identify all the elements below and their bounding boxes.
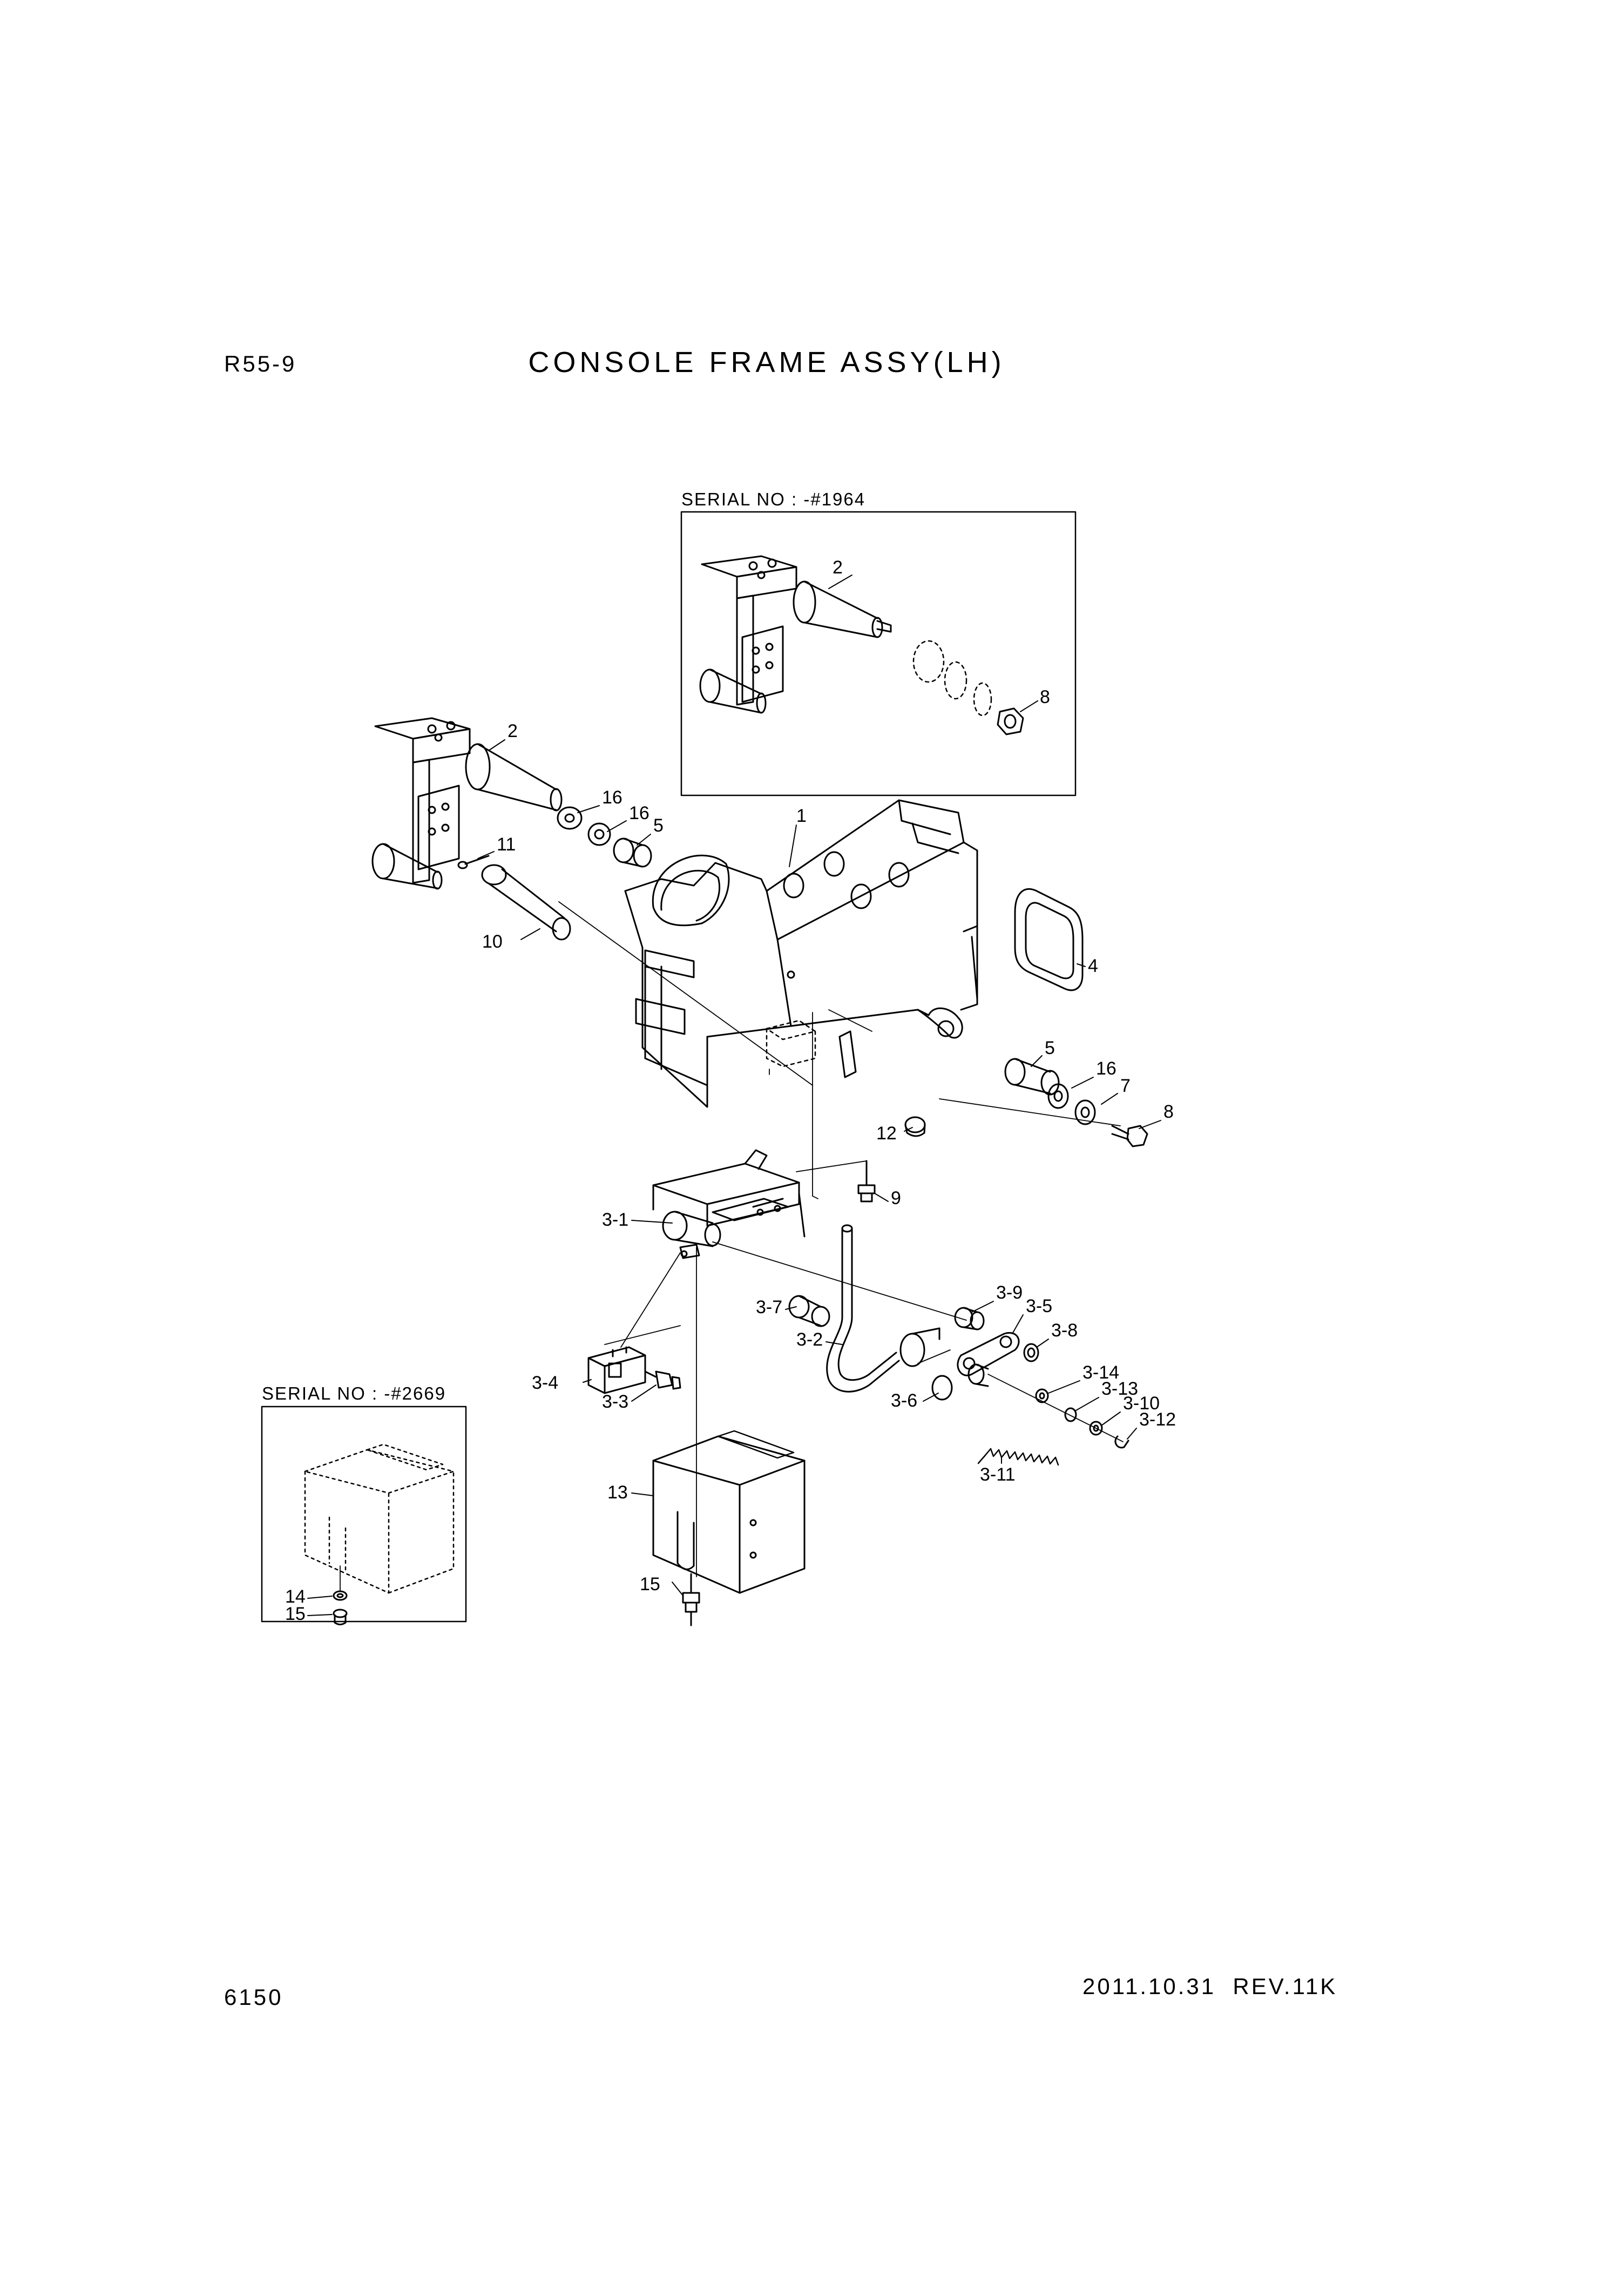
callout-4: 4: [1088, 956, 1098, 976]
leader-lines: [477, 739, 1161, 1596]
callout-3-7: 3-7: [756, 1297, 782, 1318]
return-spring-part-3-11: [977, 1448, 1059, 1466]
callout-11: 11: [497, 834, 516, 855]
callout-2: 2: [508, 721, 518, 741]
bolt-part-8: [1111, 1125, 1148, 1147]
callout-15: 15: [640, 1574, 660, 1595]
callout-3-9: 3-9: [996, 1282, 1023, 1303]
callout-16-a: 16: [602, 787, 622, 808]
inset-ghost-cover: [304, 1443, 455, 1594]
bush-part-3-13: [1064, 1407, 1077, 1422]
callout-8: 8: [1163, 1102, 1174, 1122]
callout-7: 7: [1120, 1076, 1131, 1096]
main-callouts: 2 16 16 5 11 1 10 4 5 16 7 8 12 9 3-1 3-…: [482, 721, 1176, 1595]
callout-3-2: 3-2: [796, 1329, 823, 1350]
callout-3-8: 3-8: [1051, 1320, 1078, 1341]
washer-part-3-10: [1089, 1421, 1103, 1436]
callout-inset-2: 2: [833, 557, 843, 578]
callout-5-a: 5: [653, 815, 664, 836]
page-number: 6150: [224, 1984, 283, 2010]
snap-ring-part-3-8: [1023, 1343, 1039, 1362]
callout-3-4: 3-4: [532, 1373, 558, 1393]
washer-part-16-c: [1047, 1083, 1069, 1109]
callout-12: 12: [876, 1123, 897, 1144]
collar-part-3-9: [954, 1307, 985, 1330]
callout-3-14: 3-14: [1082, 1362, 1119, 1383]
inset-screw-part-15: [333, 1609, 348, 1625]
callout-3-12: 3-12: [1139, 1409, 1176, 1430]
inset-ghost-parts: [912, 640, 992, 717]
callout-inset-14: 14: [285, 1586, 306, 1607]
pedal-base-part-3-1: [652, 1149, 806, 1259]
split-pin-part-11: [457, 855, 490, 869]
callout-16-b: 16: [629, 803, 649, 823]
callout-3-10: 3-10: [1123, 1393, 1160, 1414]
callout-13: 13: [607, 1482, 628, 1503]
console-frame-part-1: [624, 799, 978, 1108]
pedal-rod-part-3-2: [826, 1224, 940, 1393]
bushing-part-3-7: [788, 1295, 830, 1327]
callout-16-c: 16: [1096, 1058, 1116, 1079]
lower-inset-serial-label: SERIAL NO : -#2669: [262, 1383, 446, 1403]
upper-inset-serial-label: SERIAL NO : -#1964: [681, 489, 865, 509]
cover-part-13: [652, 1430, 806, 1594]
inset-washer-part-14: [333, 1590, 348, 1601]
upper-inset: SERIAL NO : -#1964: [680, 489, 1077, 796]
washer-part-16-a: [557, 806, 583, 830]
page-title: CONSOLE FRAME ASSY(LH): [528, 346, 1005, 379]
callout-3-11: 3-11: [980, 1464, 1016, 1485]
lower-inset-frame: [261, 1406, 467, 1623]
cap-part-12: [904, 1116, 926, 1137]
callout-inset-8: 8: [1040, 687, 1050, 707]
callout-10: 10: [482, 931, 503, 952]
screw-part-15: [682, 1573, 700, 1626]
callout-3-3: 3-3: [602, 1391, 628, 1412]
bushing-part-5-a: [613, 837, 652, 868]
revision-date: 2011.10.31 REV.11K: [1082, 1974, 1338, 1999]
callout-3-1: 3-1: [602, 1210, 628, 1230]
callout-5-b: 5: [1045, 1038, 1055, 1058]
inset-bracket-part-2: [699, 555, 892, 714]
pin-part-3-6: [931, 1363, 989, 1401]
lower-inset: SERIAL NO : -#2669 14 15: [261, 1383, 467, 1625]
lever-part-10: [481, 864, 571, 941]
callout-3-6: 3-6: [891, 1390, 917, 1411]
mounting-bracket-part-2: [371, 717, 563, 890]
callout-1: 1: [796, 806, 807, 826]
rubber-seal-part-4: [1014, 888, 1084, 991]
callout-inset-15: 15: [285, 1604, 306, 1624]
washer-part-16-b: [587, 822, 611, 846]
callout-3-5: 3-5: [1026, 1296, 1052, 1316]
switch-part-3-4: [587, 1346, 646, 1394]
callout-3-13: 3-13: [1101, 1379, 1138, 1399]
upper-inset-frame: [680, 511, 1077, 796]
washer-part-7: [1074, 1099, 1096, 1125]
clip-part-3-12: [1114, 1435, 1129, 1449]
inset-nut-part-8: [997, 707, 1024, 735]
bolt-part-3-3: [644, 1370, 681, 1390]
assembly-lines: [558, 901, 1124, 1577]
washer-part-3-14: [1035, 1388, 1049, 1403]
callout-9: 9: [891, 1188, 901, 1208]
screw-part-9: [857, 1160, 876, 1203]
model-code: R55-9: [224, 351, 297, 376]
